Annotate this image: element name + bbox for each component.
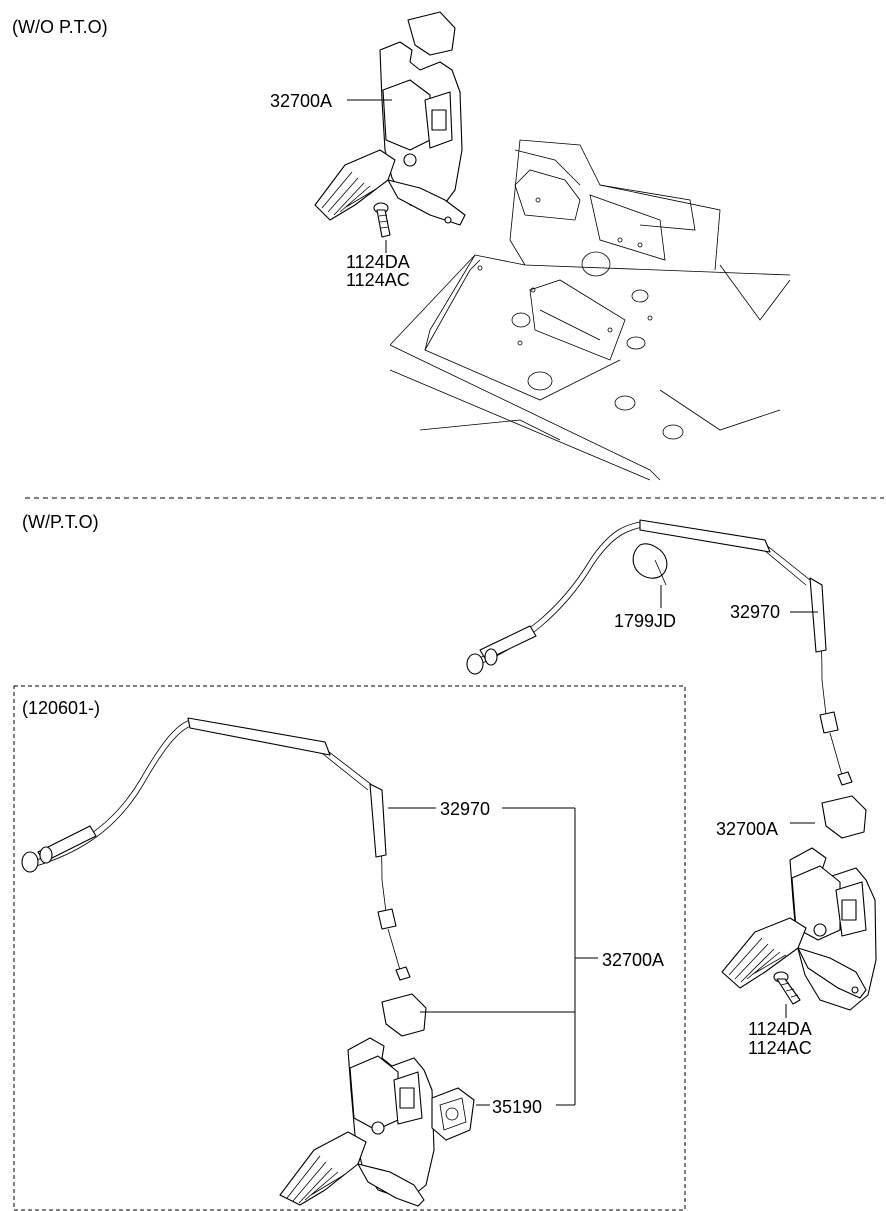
label-sensor-box: 35190 (492, 1097, 542, 1117)
bolt-right (773, 971, 801, 1005)
label-top-bolt-1: 1124DA (346, 252, 410, 272)
accelerator-pedal-assembly-top (314, 11, 466, 226)
label-bolt-right-2: 1124AC (748, 1038, 812, 1058)
cable-clip (632, 543, 668, 586)
section-label-w-pto: (W/P.T.O) (22, 512, 99, 532)
box-leader-lines (388, 807, 598, 1106)
label-pedal-right: 32700A (716, 819, 778, 839)
accelerator-pedal-assembly-right (721, 795, 877, 1011)
pto-cable-right (466, 519, 853, 786)
label-bolt-right-1: 1124DA (748, 1019, 812, 1039)
revision-box (13, 685, 686, 1211)
label-date-range: (120601-) (22, 698, 100, 718)
floor-panel (389, 139, 791, 481)
pedal-position-sensor (431, 1087, 475, 1141)
label-cable-right: 32970 (730, 602, 780, 622)
label-assembly-box: 32700A (602, 950, 664, 970)
bolt-top (373, 202, 391, 238)
pto-cable-box (21, 717, 411, 981)
accelerator-pedal-assembly-box (279, 993, 435, 1207)
label-top-pedal: 32700A (270, 91, 332, 111)
label-top-bolt-2: 1124AC (346, 270, 410, 290)
label-cable-box: 32970 (440, 799, 490, 819)
label-clip: 1799JD (614, 611, 676, 631)
section-label-wo-pto: (W/O P.T.O) (12, 17, 108, 37)
